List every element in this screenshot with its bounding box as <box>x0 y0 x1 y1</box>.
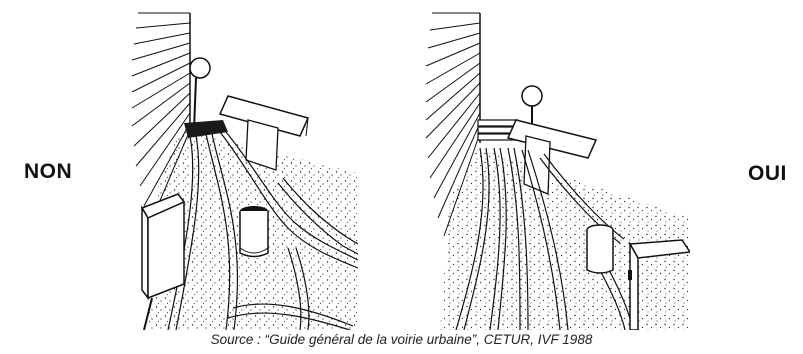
source-caption: Source : “Guide général de la voirie urb… <box>0 332 803 347</box>
label-non: NON <box>24 160 72 184</box>
sidewalk-cluttered-illustration-icon <box>128 8 358 330</box>
sidewalk-aligned-illustration-icon <box>420 8 690 330</box>
label-oui: OUI <box>748 162 787 186</box>
